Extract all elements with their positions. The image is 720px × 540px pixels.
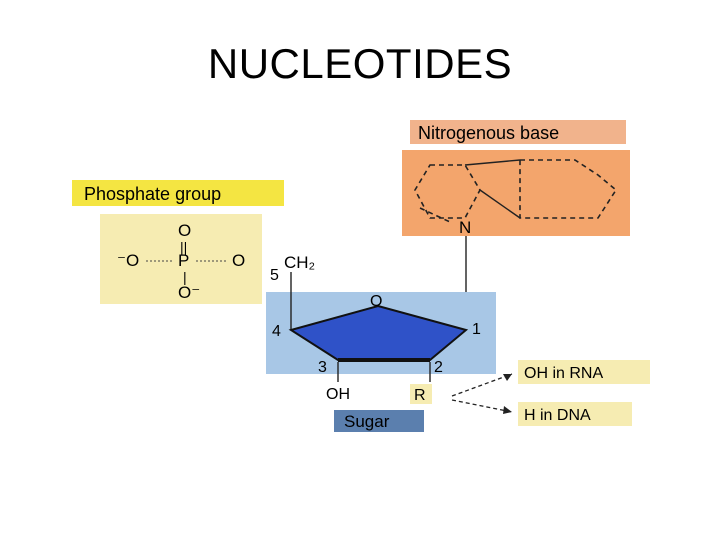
phosphate-label: Phosphate group [84,184,221,204]
dna-variant: H in DNA [524,407,591,424]
phosphate-right-o: O [232,251,245,270]
carbon5-number: 5 [270,267,279,284]
phosphate-bottom-o: O⁻ [178,283,200,302]
base-nitrogen: N [459,218,471,237]
phosphate-left-o: ⁻O [117,251,139,270]
sugar-c3: 3 [318,359,327,376]
sugar-ring-o: O [370,293,382,310]
phosphate-panel [100,214,262,304]
carbon5-group: CH₂ [284,253,315,272]
rna-label-box [518,360,650,384]
dna-label-box [518,402,632,426]
r-highlight [410,384,432,404]
sugar-r: R [414,387,426,404]
variant-arrows [451,373,513,413]
base-label: Nitrogenous base [418,123,559,143]
rna-variant: OH in RNA [524,365,603,382]
base-panel [402,150,630,236]
slide-title: NUCLEOTIDES [207,40,513,87]
base-label-box [410,120,626,144]
arrow-head-rna [503,374,512,381]
phosphate-top-o: O [178,221,191,240]
phosphate-label-box [72,180,284,206]
sugar-label: Sugar [344,412,390,431]
phosphate-double-bond: || [180,239,187,255]
phosphate-p: P [178,251,189,270]
arrow-head-dna [503,406,512,414]
sugar-label-box [334,410,424,432]
sugar-oh: OH [326,386,350,403]
sugar-c1: 1 [472,321,481,338]
base-bond-mid [479,189,521,219]
phosphate-single-bond: | [183,269,187,285]
sugar-c4: 4 [272,323,281,340]
sugar-c2: 2 [434,359,443,376]
base-bond-top [464,159,521,166]
